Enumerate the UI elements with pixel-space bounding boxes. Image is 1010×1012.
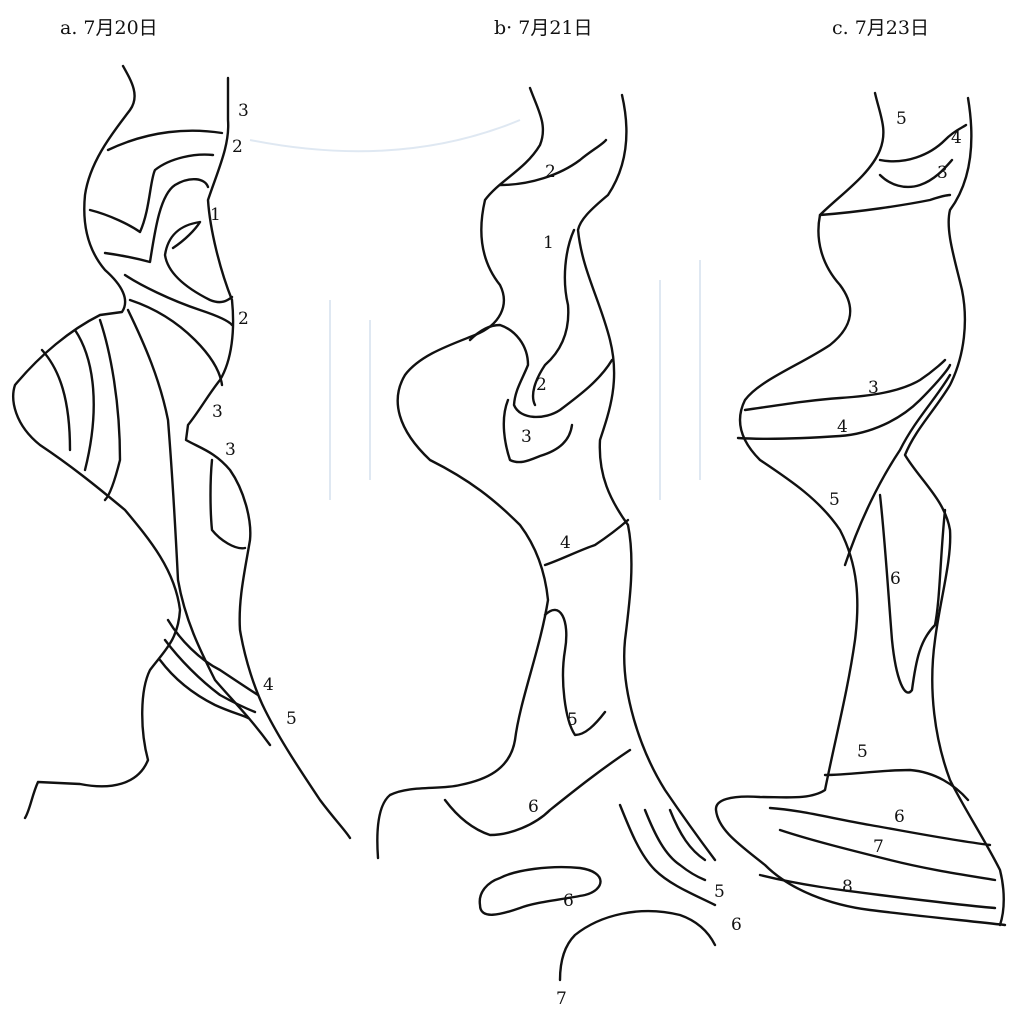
panel-b-label: 6: [528, 797, 539, 817]
background-ghost-lines: [250, 120, 700, 500]
panel-b-label: 4: [560, 533, 571, 553]
panel-c-label: 3: [937, 163, 948, 183]
panel-a-label: 2: [232, 137, 243, 157]
panel-c-title: c. 7月23日: [832, 17, 929, 39]
panel-a-label: 2: [238, 309, 249, 329]
panel-a-label: 3: [212, 402, 223, 422]
panel-b-title: b· 7月21日: [494, 17, 593, 39]
panel-b-label: 3: [521, 427, 532, 447]
panel-a-contours: [13, 66, 350, 838]
panel-a-label: 4: [263, 675, 274, 695]
panel-c-label: 5: [857, 742, 868, 762]
panel-a-title: a. 7月20日: [60, 17, 158, 39]
panel-b-label: 5: [714, 882, 725, 902]
panel-c-label: 8: [842, 877, 853, 897]
panel-b-label: 5: [567, 710, 578, 730]
panel-c: c. 7月23日 5 4 3 3 4 5 6: [716, 17, 1005, 925]
panel-a-labels: 3 2 1 2 3 3 4 5: [210, 101, 297, 729]
panel-b-contours: [377, 88, 715, 980]
panel-b-label: 2: [536, 375, 547, 395]
panel-c-label: 6: [894, 807, 905, 827]
panel-a-label: 5: [286, 709, 297, 729]
panel-c-label: 7: [873, 837, 884, 857]
panel-a-label: 3: [225, 440, 236, 460]
panel-b-label: 6: [731, 915, 742, 935]
panel-b-label: 1: [543, 233, 554, 253]
panel-c-label: 5: [829, 490, 840, 510]
panel-c-label: 3: [868, 378, 879, 398]
panel-a: a. 7月20日 3 2 1 2 3: [13, 17, 350, 838]
panel-a-label: 3: [238, 101, 249, 121]
panel-c-label: 6: [890, 569, 901, 589]
panel-c-label: 4: [951, 128, 962, 148]
panel-c-contours: [716, 93, 1005, 925]
panel-c-label: 5: [896, 109, 907, 129]
panel-b-label: 6: [563, 891, 574, 911]
panel-b-label: 2: [545, 162, 556, 182]
panel-a-label: 1: [210, 205, 221, 225]
panel-c-label: 4: [837, 417, 848, 437]
panel-b: b· 7月21日 2 1 2 3 4 5 6: [377, 17, 742, 1009]
panel-b-label: 7: [556, 989, 567, 1009]
